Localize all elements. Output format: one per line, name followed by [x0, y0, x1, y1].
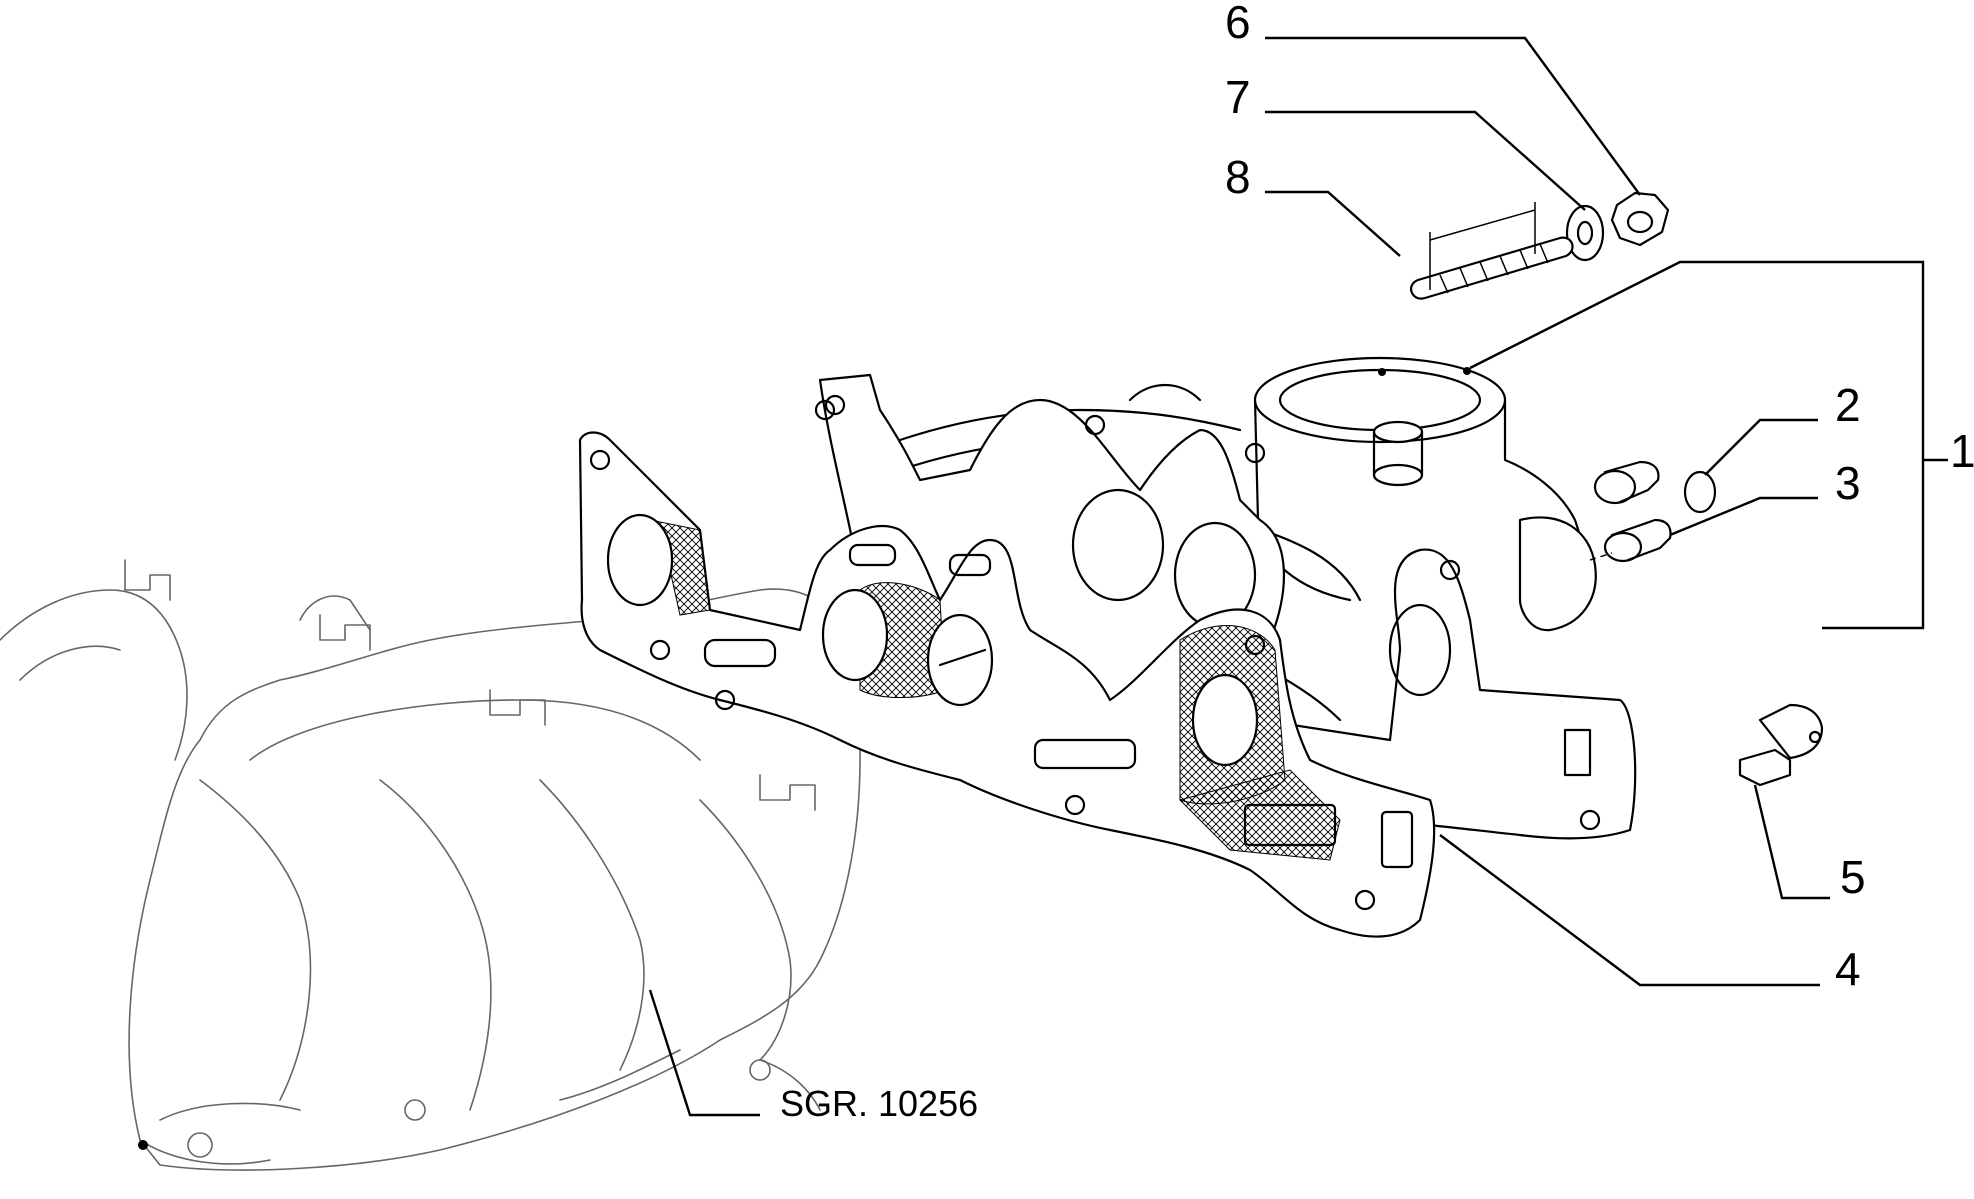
callout-1: 1	[1950, 425, 1974, 477]
callout-2: 2	[1835, 379, 1861, 431]
leader-lines	[648, 36, 1948, 1117]
stud-bolt	[1409, 202, 1574, 300]
hex-screw	[1738, 703, 1824, 787]
callout-8: 8	[1225, 151, 1251, 203]
nut	[1610, 191, 1670, 247]
callout-6: 6	[1225, 0, 1251, 48]
union-fitting	[1593, 460, 1717, 514]
callout-5: 5	[1840, 851, 1866, 903]
exhaust-manifold-reference-part	[0, 559, 864, 1171]
washer	[1565, 204, 1605, 262]
reference-code: SGR. 10256	[780, 1083, 978, 1124]
manifold-gasket	[578, 399, 1436, 938]
callout-4: 4	[1835, 943, 1861, 995]
plug-screw	[1603, 518, 1672, 563]
callout-3: 3	[1835, 457, 1861, 509]
callout-7: 7	[1225, 71, 1251, 123]
